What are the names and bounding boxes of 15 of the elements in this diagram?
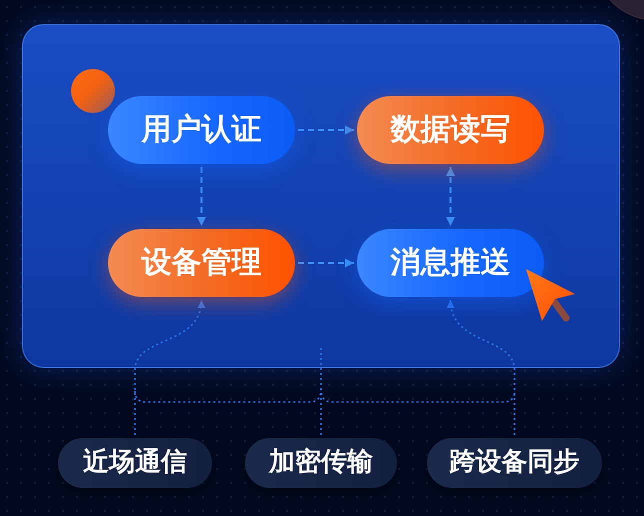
connector-line <box>320 345 322 435</box>
arrow <box>298 258 354 268</box>
double-arrow <box>446 167 455 226</box>
arrow <box>298 126 354 134</box>
arrow <box>448 300 516 435</box>
feature-pill: 用户认证 <box>108 96 295 164</box>
arrow <box>197 167 206 226</box>
feature-pill: 消息推送 <box>357 229 544 297</box>
feature-pill: 设备管理 <box>108 229 295 297</box>
tag-pill: 跨设备同步 <box>427 438 602 488</box>
tag-pill: 近场通信 <box>58 438 212 488</box>
arrow <box>134 300 204 435</box>
panel <box>22 24 620 368</box>
tag-pill: 加密传输 <box>245 438 397 488</box>
feature-pill: 数据读写 <box>357 96 544 164</box>
